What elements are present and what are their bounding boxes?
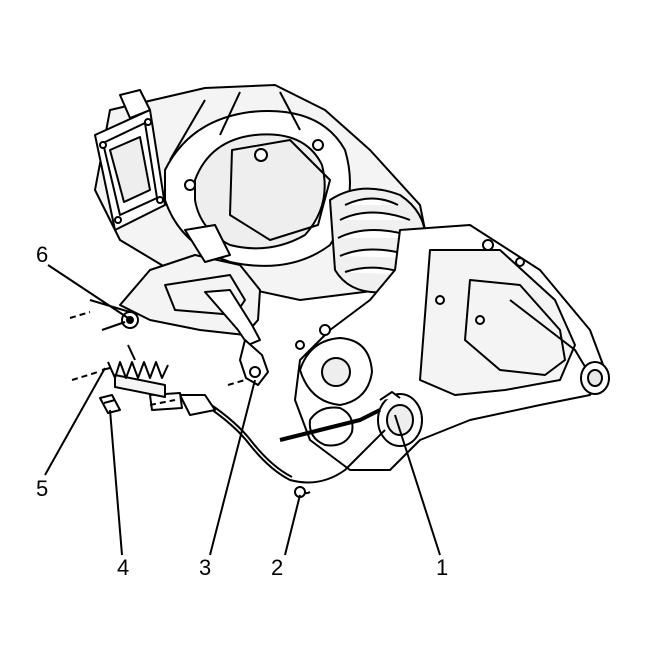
cable-end-fitting [114,374,216,416]
return-spring [101,344,169,379]
leader-5 [44,367,106,476]
hidden-lines [69,311,246,406]
callout-3: 3 [199,555,212,580]
leader-1 [394,414,441,556]
leader-4 [109,409,123,556]
callout-1: 1 [436,555,449,580]
callout-4: 4 [117,555,130,580]
leader-3 [209,379,256,556]
leader-6 [47,264,129,319]
callout-2: 2 [271,555,284,580]
shift-linkage-bracket [89,224,261,346]
shift-lever [239,339,269,386]
callout-6: 6 [36,242,49,267]
transfer-case-encoder-motor [377,391,423,447]
callout-leaders [44,264,441,556]
callout-5: 5 [36,476,49,501]
retainer-clip [99,394,121,414]
transmission-side-cover [94,89,166,231]
shift-cable [204,401,386,498]
leader-2 [284,494,301,556]
